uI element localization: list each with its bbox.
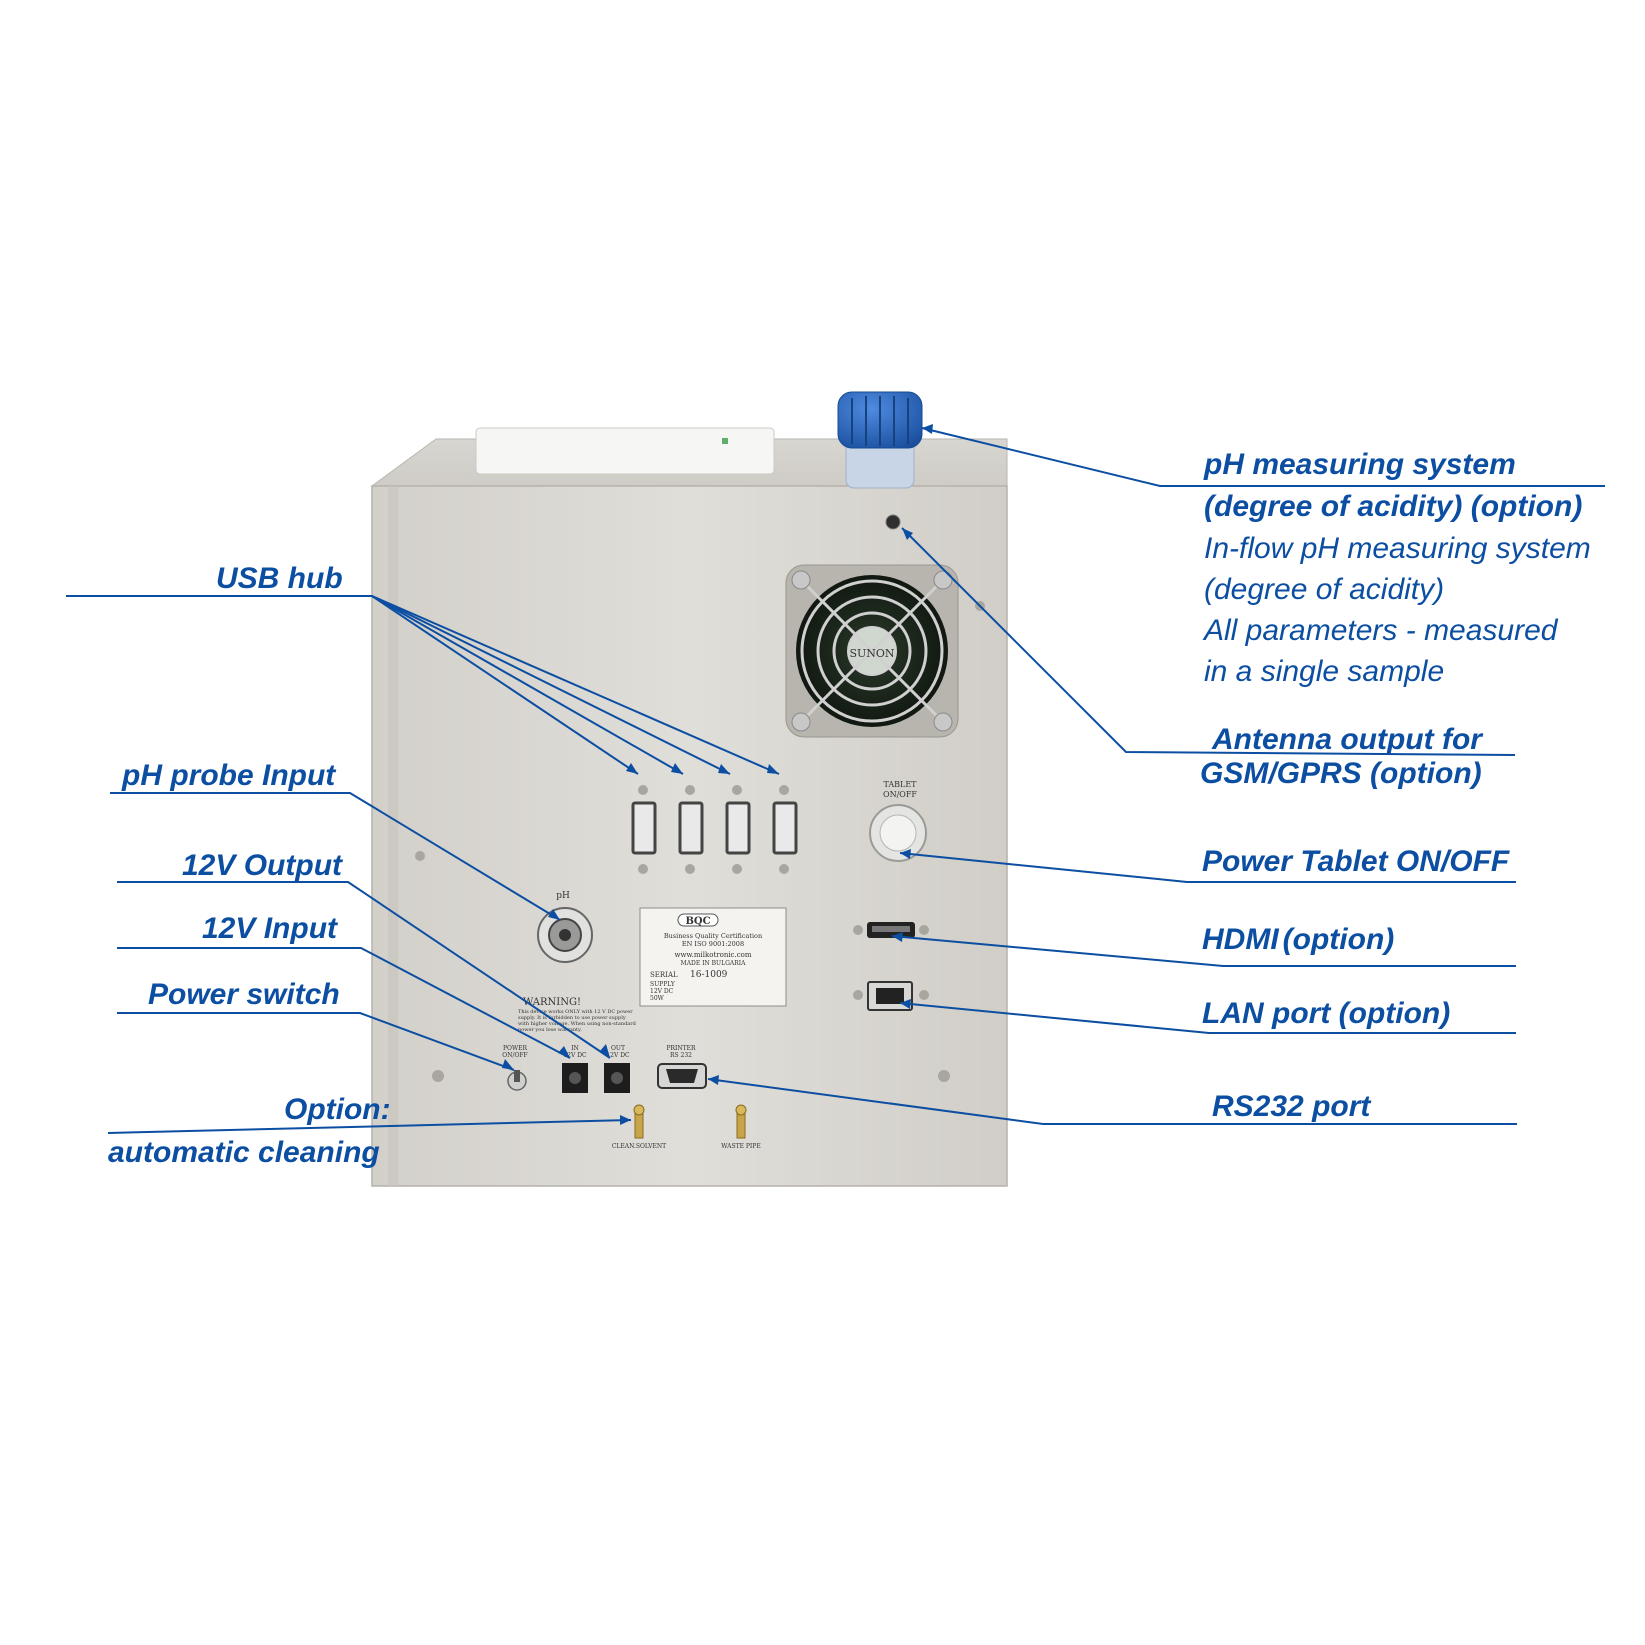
dc-out-marking-1: OUT [611,1045,625,1052]
warning-line-1: This device works ONLY with 12 V DC powe… [518,1009,633,1015]
plate-supply-2: 12V DC [650,988,674,995]
label-12v-input: 12V Input [202,912,338,945]
tablet-switch-marking-1: TABLET [883,780,917,789]
fan-brand-text: SUNON [849,647,894,660]
label-ph-system-desc-4: in a single sample [1204,655,1445,688]
label-ph-system-desc-1: In-flow pH measuring system [1204,532,1591,565]
leader-line-power-switch [117,1012,515,1071]
leader-line-lan [899,1002,1516,1034]
printer-marking-1: PRINTER [666,1045,696,1052]
plate-brand: BQC [685,916,710,927]
usb-ports [631,785,798,874]
leader-line-tablet [899,852,1516,883]
label-antenna-2: GSM/GPRS (option) [1200,757,1482,790]
warning-title: WARNING! [523,997,581,1008]
label-power-switch: Power switch [148,978,340,1011]
power-switch-marking-2: ON/OFF [502,1052,527,1059]
plate-serial-value: 16-1009 [690,970,728,980]
plate-made-in: MADE IN BULGARIA [681,960,747,967]
ph-bnc-jack: pH [537,891,593,963]
plate-supply-1: SUPPLY [650,981,676,988]
rs232-connector: PRINTER RS 232 [657,1045,707,1089]
leader-line-cleaning [107,1119,632,1134]
nozzle-right-marking: WASTE PIPE [721,1143,760,1150]
power-toggle-switch: POWER ON/OFF [502,1045,528,1091]
plate-cert-2: EN ISO 9001:2008 [682,940,744,948]
warning-line-3: with higher voltage. When using non-stan… [518,1021,637,1027]
plate-cert-1: Business Quality Certification [664,932,762,940]
plate-serial-label: SERIAL [650,971,678,979]
cleaning-nozzles: CLEAN.SOLVENT WASTE PIPE [612,1104,761,1150]
hdmi-port [853,922,929,938]
ph-bottle [837,391,923,489]
label-ph-system-title-2: (degree of acidity) (option) [1204,490,1583,523]
label-ph-probe-input: pH probe Input [122,759,336,792]
dc-in-marking-2: 12V DC [563,1052,587,1059]
label-ph-system-desc-3: All parameters - measured [1204,614,1558,647]
leader-arrowheads [502,424,933,1125]
leader-line-ph-probe [110,792,561,921]
tablet-power-switch: TABLET ON/OFF [869,780,927,862]
label-rs232-port: RS232 port [1212,1090,1371,1123]
label-lan-port: LAN port (option) [1202,997,1451,1030]
ph-jack-marking: pH [556,891,570,901]
label-cleaning-option: Option: [284,1093,391,1126]
leader-line-antenna [901,527,1516,756]
dc-out-marking-2: 12V DC [606,1052,630,1059]
label-usb-hub: USB hub [216,562,343,595]
label-power-tablet: Power Tablet ON/OFF [1202,845,1510,878]
power-switch-marking-1: POWER [503,1045,528,1052]
dc-in-marking-1: IN [571,1045,579,1052]
tablet-switch-marking-2: ON/OFF [883,790,917,799]
label-antenna-1: Antenna output for [1212,723,1482,756]
leader-lines [66,427,1605,1134]
cooling-fan: SUNON [785,564,959,738]
nozzle-left-marking: CLEAN.SOLVENT [612,1143,666,1150]
printer-marking-2: RS 232 [670,1052,692,1059]
leader-line-hdmi [891,935,1516,967]
leader-line-ph-system [921,427,1605,487]
label-hdmi-main: HDMI [1202,923,1279,956]
label-cleaning-automatic: automatic cleaning [108,1136,380,1169]
plate-supply-3: 50W [650,995,665,1002]
dc-jacks: IN 12V DC OUT 12V DC [562,1045,630,1093]
warning-notice: WARNING! This device works ONLY with 12 … [518,997,637,1033]
leader-line-12v-output [117,881,611,1059]
plate-website: www.milkotronic.com [675,951,752,959]
leader-line-12v-input [117,947,571,1059]
nameplate: BQC Business Quality Certification EN IS… [639,907,787,1007]
label-ph-system-desc-2: (degree of acidity) [1204,573,1445,606]
antenna-socket [885,514,901,530]
leader-line-rs232 [707,1078,1517,1125]
label-hdmi-suffix: (option) [1282,923,1395,956]
warning-line-2: supply. It is forbidden to use power sup… [518,1015,626,1021]
label-hdmi: HDMI(option) [1202,925,1394,955]
label-12v-output: 12V Output [182,849,343,882]
label-ph-system-title-1: pH measuring system [1204,448,1516,481]
warning-line-4: power you lose warranty. [518,1027,582,1033]
